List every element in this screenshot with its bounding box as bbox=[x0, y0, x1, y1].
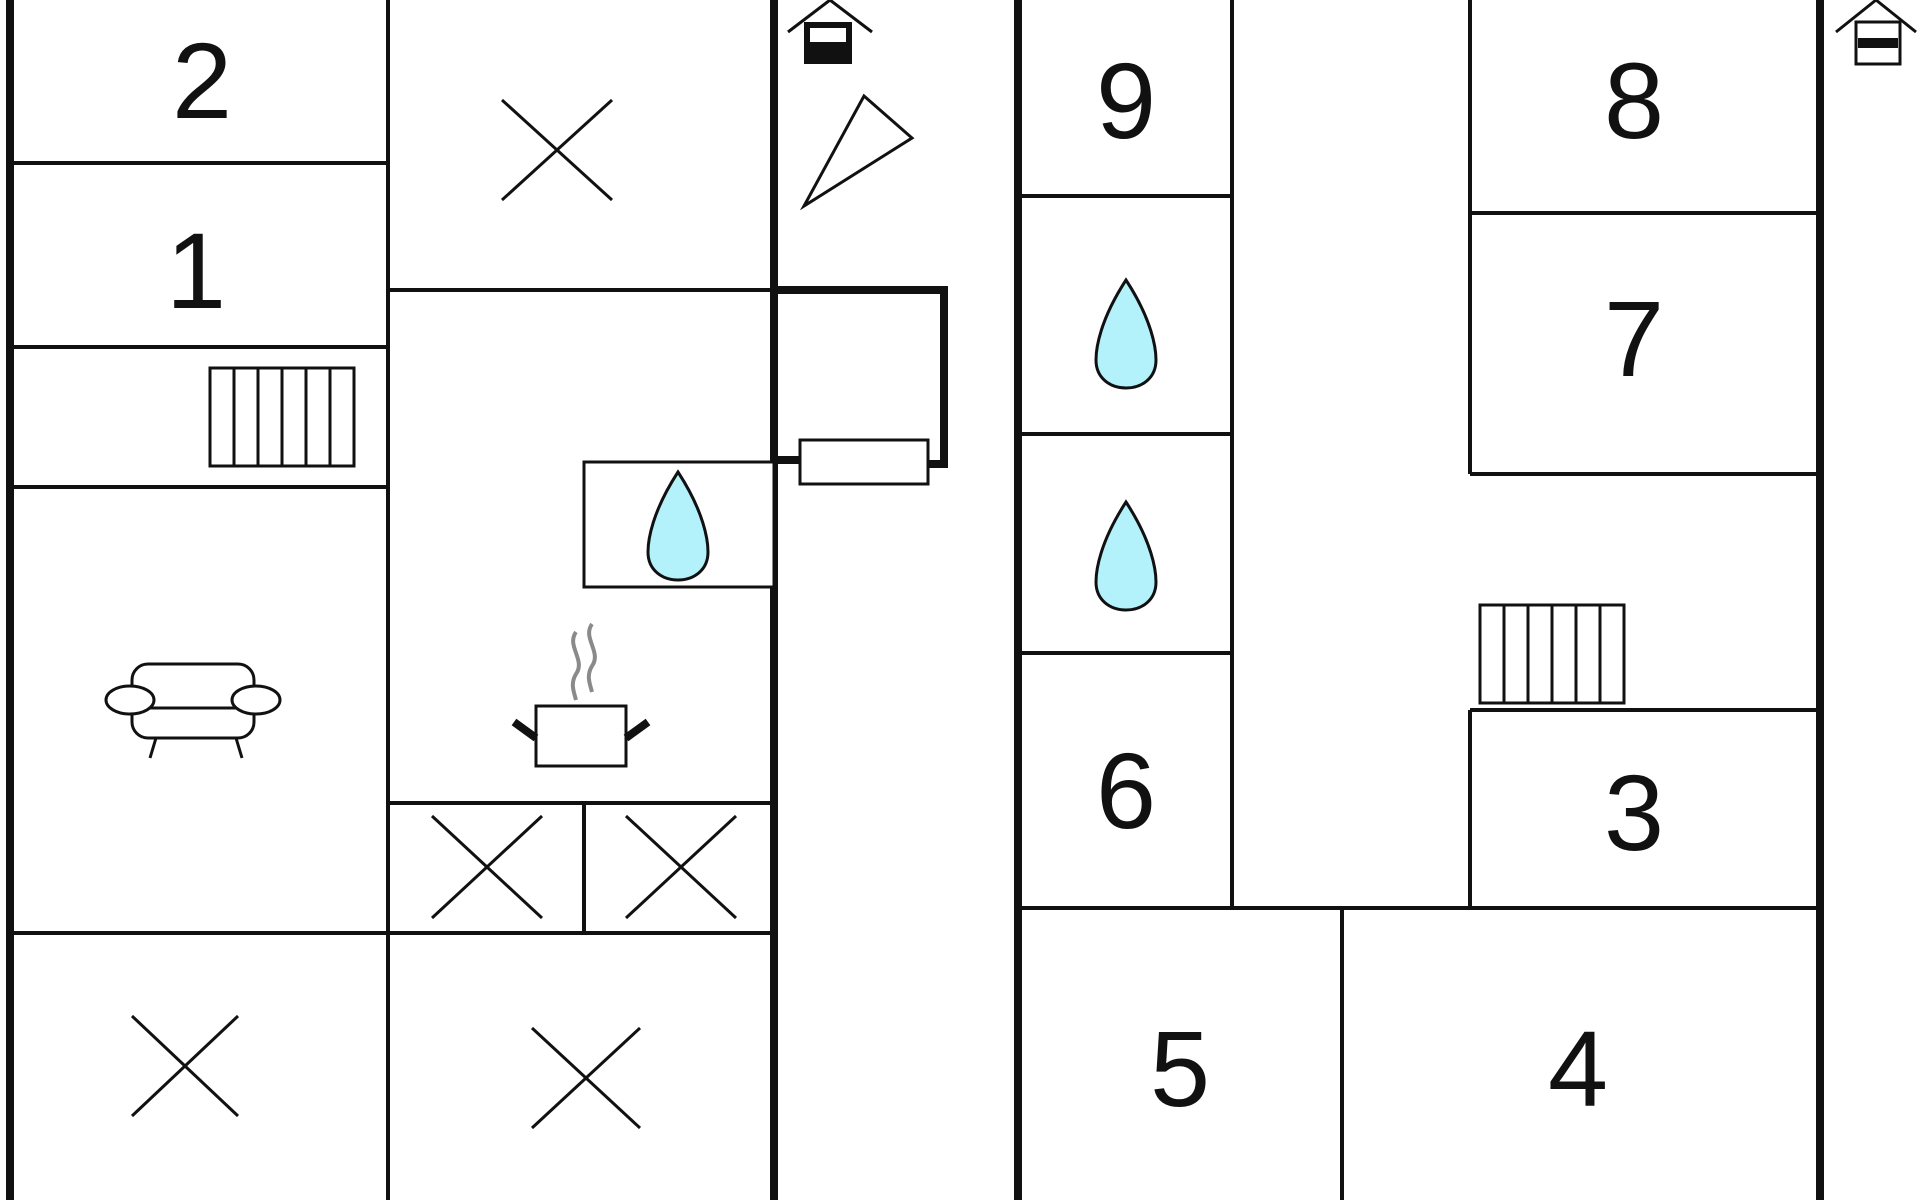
exit-house-icon bbox=[787, 0, 873, 64]
water-drop-icon bbox=[646, 469, 710, 582]
cross-marks bbox=[130, 98, 738, 1130]
room-label-4: 4 bbox=[1548, 1008, 1608, 1129]
outer-walls bbox=[6, 0, 1824, 1200]
room-label-6: 6 bbox=[1096, 730, 1156, 851]
exit-house-icon bbox=[1835, 0, 1917, 66]
corridor-pipe bbox=[774, 286, 948, 486]
cooking-pot-icon bbox=[511, 622, 651, 768]
radiator-icon bbox=[208, 366, 356, 468]
cross-icon bbox=[624, 814, 738, 920]
left-block-walls bbox=[10, 0, 776, 1200]
room-label-5: 5 bbox=[1150, 1008, 1210, 1129]
room-label-2: 2 bbox=[172, 20, 232, 141]
cross-icon bbox=[430, 814, 544, 920]
room-label-7: 7 bbox=[1604, 278, 1664, 399]
cross-icon bbox=[500, 98, 614, 202]
water-drops bbox=[646, 277, 1158, 612]
room-label-9: 9 bbox=[1096, 40, 1156, 161]
right-block-walls bbox=[1018, 0, 1820, 1200]
window-triangle-icon bbox=[799, 93, 915, 211]
cross-icon bbox=[130, 1014, 240, 1118]
room-label-3: 3 bbox=[1604, 752, 1664, 873]
cross-icon bbox=[530, 1026, 642, 1130]
room-labels: 2 1 9 8 7 6 3 5 4 bbox=[166, 20, 1664, 1129]
sofa-icon bbox=[104, 662, 282, 759]
radiator-icon bbox=[1478, 603, 1626, 705]
room-label-1: 1 bbox=[166, 210, 226, 331]
room-label-8: 8 bbox=[1604, 40, 1664, 161]
water-drop-icon bbox=[1094, 499, 1158, 612]
water-drop-icon bbox=[1094, 277, 1158, 390]
water-heater-icon bbox=[798, 438, 930, 486]
